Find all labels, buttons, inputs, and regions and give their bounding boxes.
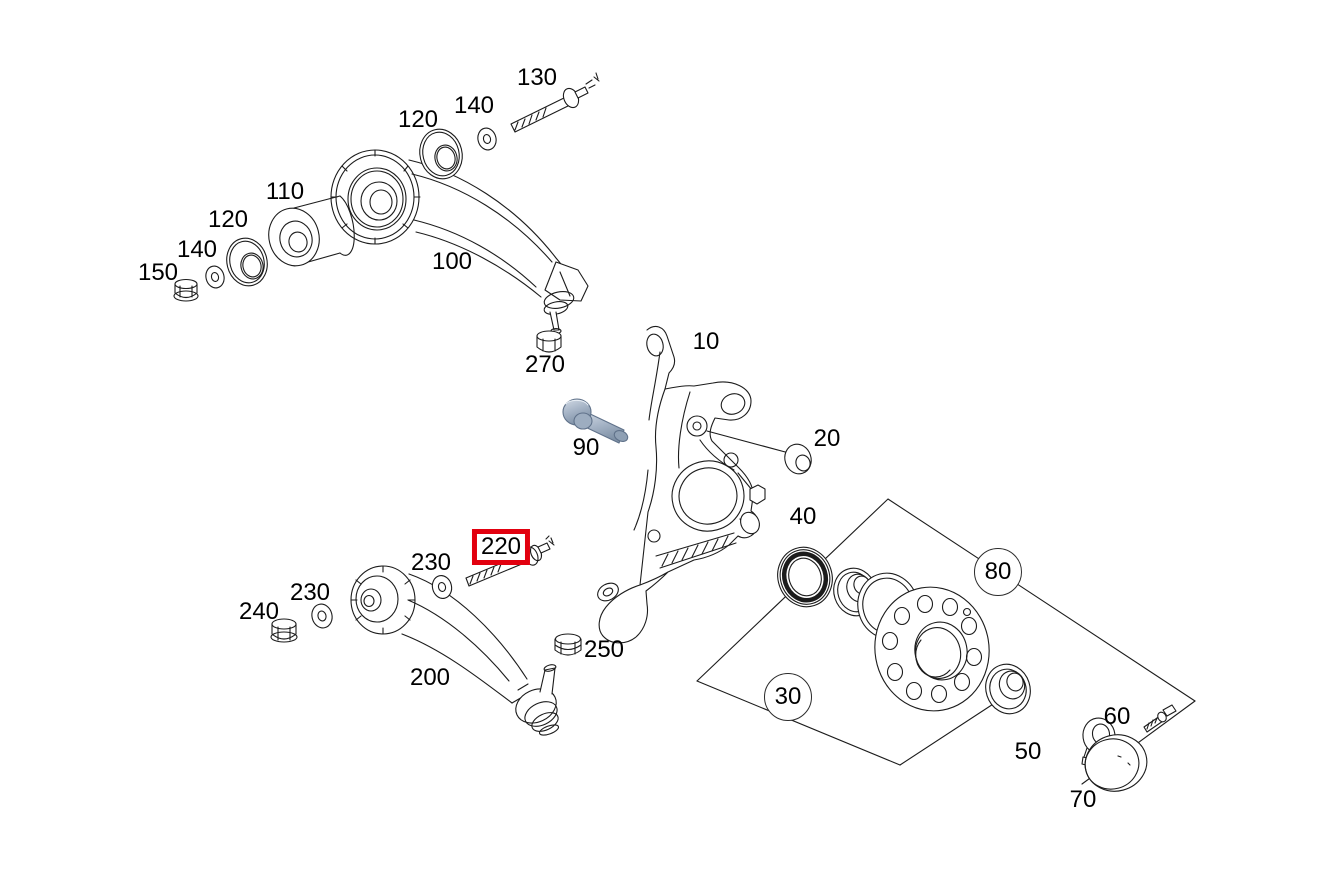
callout-120-left[interactable]: 120 [207,206,249,233]
callout-150[interactable]: 150 [137,259,179,286]
callout-140-top[interactable]: 140 [453,92,495,119]
callout-140-left[interactable]: 140 [176,236,218,263]
nut-part-150 [173,278,199,302]
callout-100[interactable]: 100 [431,248,473,275]
bushing-part-110 [268,195,355,267]
callout-90[interactable]: 90 [572,434,600,461]
callout-220-selected[interactable]: 220 [471,529,531,565]
washer-part-140-left [205,265,225,289]
nut-part-270 [536,330,562,353]
seal-ring-part-120-top [419,128,463,180]
callout-200[interactable]: 200 [409,664,451,691]
outer-bearing-part [985,663,1031,715]
callout-10[interactable]: 10 [692,328,720,355]
callout-120-top[interactable]: 120 [397,106,439,133]
nut-part-250 [554,633,582,656]
upper-control-arm-part [330,149,589,335]
bolt-part-90-selected [562,398,629,444]
callout-230-left[interactable]: 230 [289,579,331,606]
callout-230-right[interactable]: 230 [410,549,452,576]
leader-line-20 [706,430,790,454]
bolt-part-130 [510,72,600,133]
callout-20[interactable]: 20 [813,425,841,452]
shaft-seal-part-40 [777,546,833,608]
washer-part-230-left [311,603,333,629]
callout-30-group[interactable]: 30 [764,673,812,721]
seal-ring-part-120-left [226,237,268,287]
steering-knuckle-part [597,325,766,644]
dust-cap-part-70 [1084,734,1148,792]
callout-60[interactable]: 60 [1103,703,1131,730]
bushing-part-20 [784,443,812,475]
callout-40[interactable]: 40 [789,503,817,530]
callout-80-group[interactable]: 80 [974,548,1022,596]
callout-70[interactable]: 70 [1069,786,1097,813]
callout-130[interactable]: 130 [516,64,558,91]
callout-110[interactable]: 110 [265,178,305,205]
callout-270[interactable]: 270 [524,351,566,378]
callout-240[interactable]: 240 [238,598,280,625]
washer-part-140-top [477,127,497,151]
lower-control-arm-part [350,565,560,736]
screw-part-60 [1143,704,1177,733]
callout-50[interactable]: 50 [1014,738,1042,765]
nut-part-240 [270,618,298,643]
callout-250[interactable]: 250 [583,636,625,663]
wheel-hub-part [857,572,990,712]
washer-part-230-right [431,575,453,599]
